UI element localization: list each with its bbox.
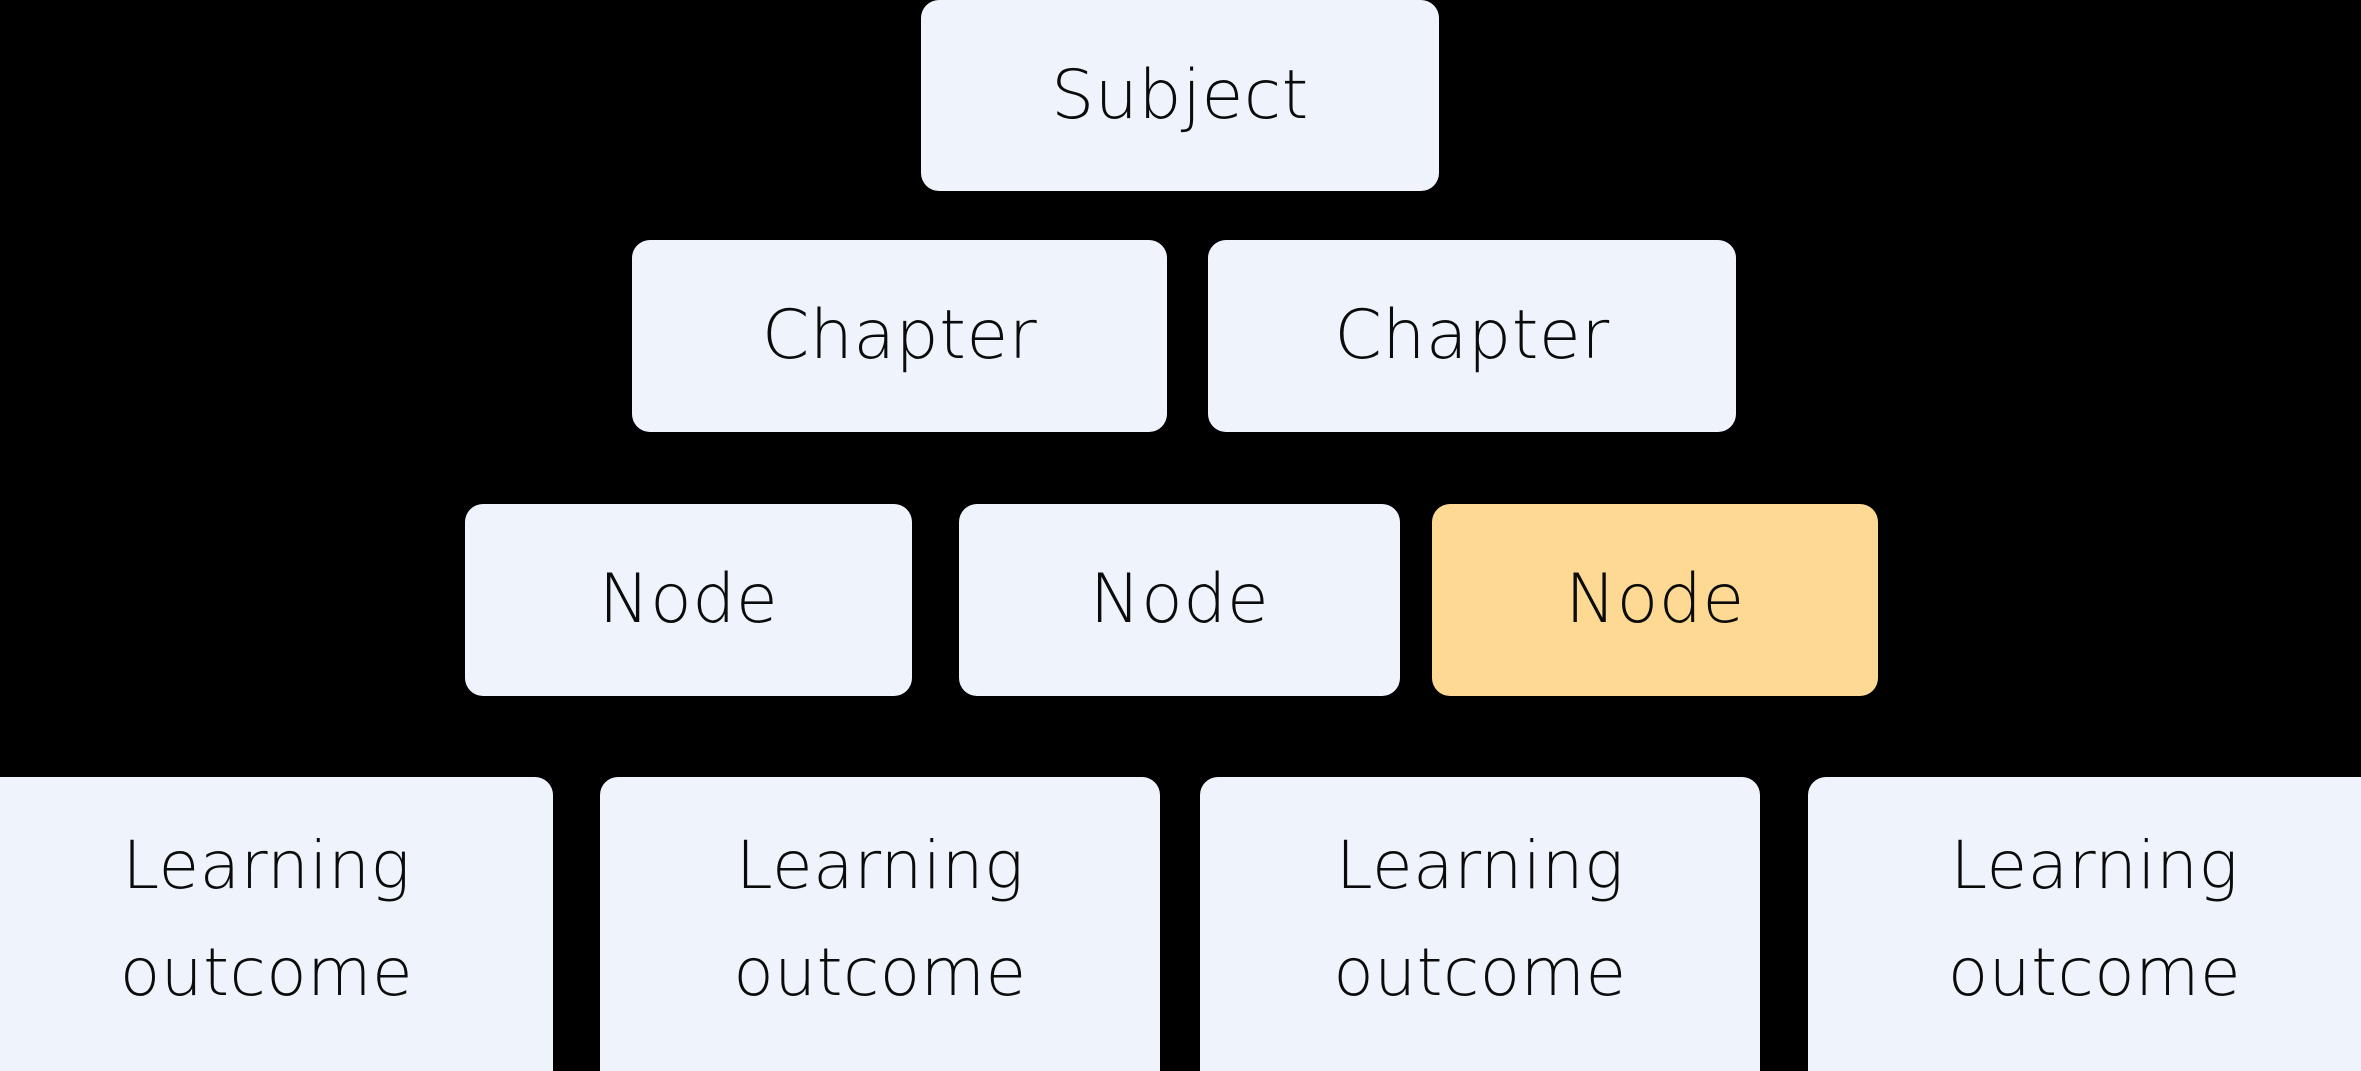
node-box-highlighted: Node: [1432, 504, 1878, 696]
node-label: Node: [1565, 560, 1745, 639]
learning-outcome-label: Learning outcome: [1333, 827, 1627, 1011]
learning-outcome-box: Learning outcome: [0, 777, 553, 1071]
node-box: Node: [465, 504, 912, 696]
node-label: Node: [1089, 560, 1270, 639]
learning-outcome-label: Learning outcome: [119, 827, 414, 1011]
learning-outcome-label: Learning outcome: [1947, 827, 2242, 1011]
learning-outcome-box: Learning outcome: [600, 777, 1160, 1071]
subject-box: Subject: [921, 0, 1439, 191]
learning-outcome-box: Learning outcome: [1200, 777, 1760, 1071]
chapter-label: Chapter: [761, 296, 1038, 375]
chapter-box: Chapter: [1208, 240, 1736, 432]
node-box: Node: [959, 504, 1400, 696]
learning-outcome-box: Learning outcome: [1808, 777, 2361, 1071]
chapter-label: Chapter: [1334, 296, 1610, 375]
node-label: Node: [598, 560, 779, 639]
chapter-box: Chapter: [632, 240, 1167, 432]
learning-outcome-label: Learning outcome: [733, 827, 1027, 1011]
subject-label: Subject: [1051, 55, 1309, 135]
